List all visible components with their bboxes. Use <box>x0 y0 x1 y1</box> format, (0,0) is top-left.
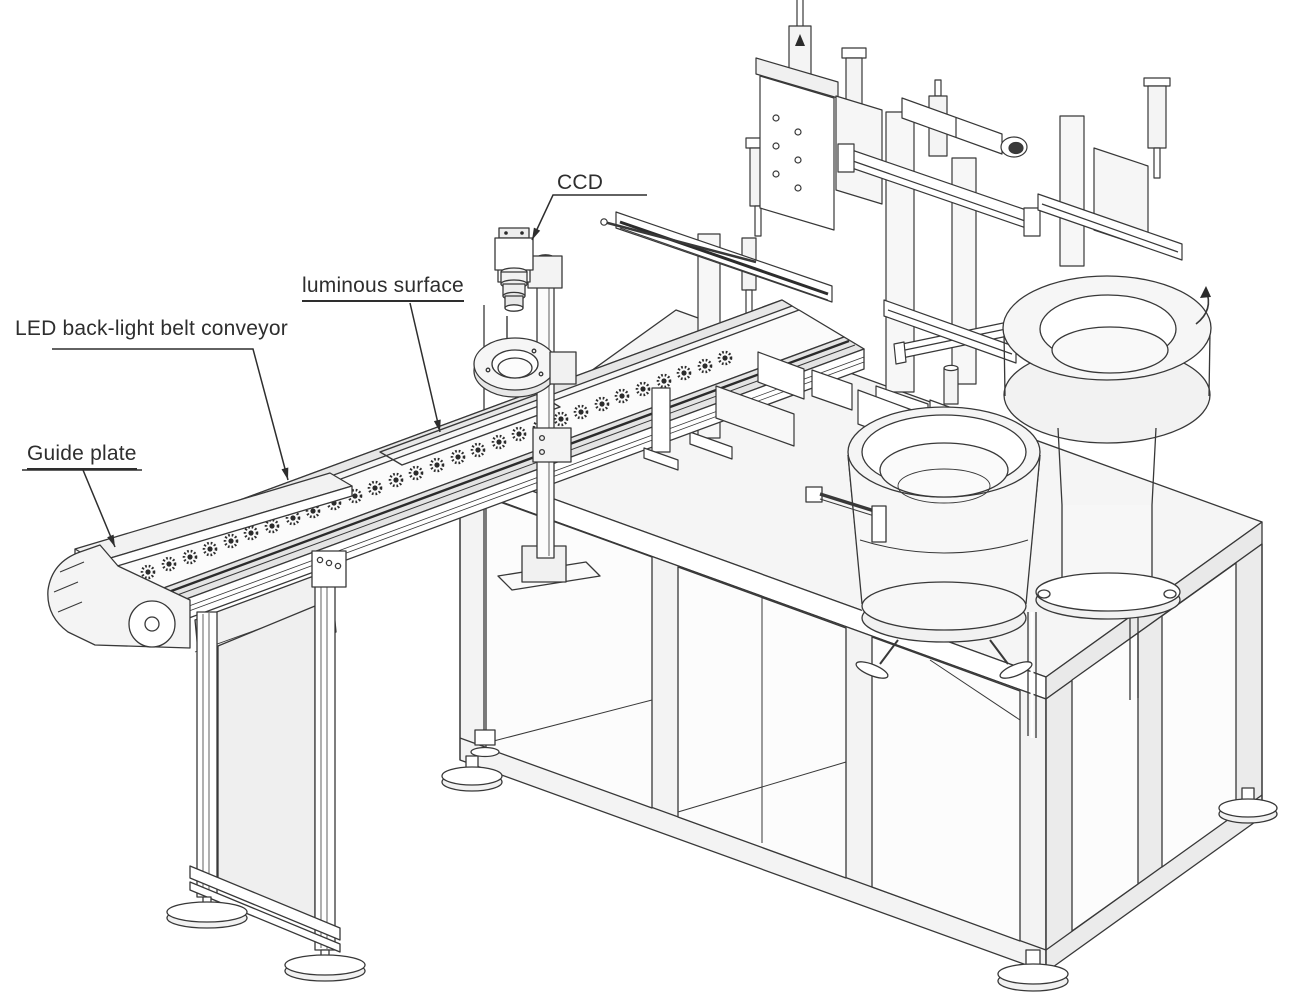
ccd-camera <box>494 227 534 312</box>
camera-column <box>536 257 555 559</box>
bowl-legs <box>855 639 1033 679</box>
conveyor-end-cap <box>47 544 191 649</box>
ccd-assembly <box>473 227 601 591</box>
belt-edge <box>154 339 850 599</box>
label-led-backlight-belt-conveyor: LED back-light belt conveyor <box>15 317 288 340</box>
bowl-feed-rod <box>805 486 887 543</box>
bowl-feeder-left <box>805 406 1041 679</box>
conveyor-stand <box>166 550 366 982</box>
leveling-foot-left <box>441 755 503 792</box>
ccd-leader-line <box>531 194 647 241</box>
sensor-rod <box>603 220 757 264</box>
linear-rail <box>615 143 1183 303</box>
luminous-surface-leader-line <box>409 302 441 433</box>
leveling-foot-right <box>1218 787 1278 824</box>
led-conveyor-leader-line <box>52 348 289 481</box>
stand-bracket <box>311 550 347 588</box>
stand-foot-right <box>284 949 366 982</box>
label-ccd: CCD <box>557 171 604 194</box>
horizontal-cylinder <box>901 97 1028 158</box>
mechanism-cluster <box>600 0 1183 460</box>
rotation-arrow <box>1195 286 1211 325</box>
ring-light <box>473 316 577 398</box>
ring-light-bracket <box>549 351 577 385</box>
label-luminous-surface: luminous surface <box>302 274 464 303</box>
leveling-foot-front <box>997 949 1069 992</box>
bowl-feeder-right <box>1002 275 1212 738</box>
column-clamp <box>532 427 572 463</box>
label-guide-plate: Guide plate <box>27 442 137 471</box>
stand-foot-left <box>166 896 248 929</box>
luminous-surface-outline <box>379 393 561 466</box>
